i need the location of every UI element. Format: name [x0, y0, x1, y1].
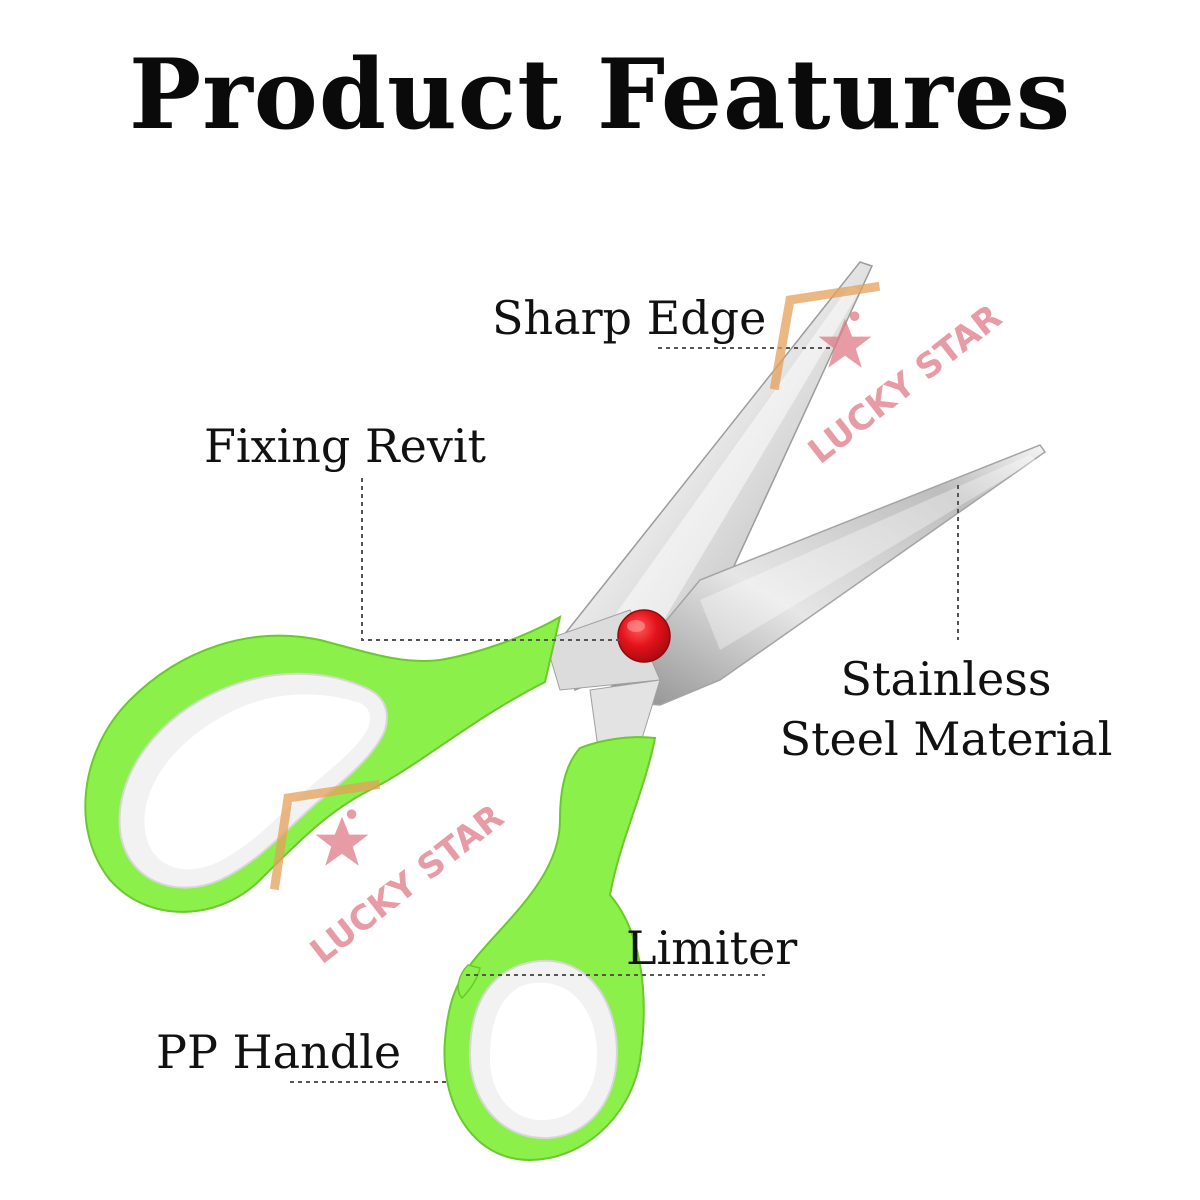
rivet — [617, 609, 671, 663]
stainless-label-line2: Steel Material — [779, 712, 1113, 766]
watermark-chevron-icon — [769, 281, 881, 391]
sharp-edge-label: Sharp Edge — [492, 291, 767, 345]
callout-lines — [290, 347, 959, 1083]
star-logo-icon — [315, 809, 369, 866]
watermark-chevron-icon — [269, 779, 381, 891]
lower-blade — [598, 444, 1047, 706]
pp-handle-label: PP Handle — [156, 1025, 402, 1079]
watermark-text-bottom: LUCKY STAR — [303, 797, 512, 972]
stainless-label-line1: Stainless — [840, 652, 1052, 706]
fixing-revit-callout-line — [361, 478, 622, 641]
fixing-revit-label: Fixing Revit — [204, 419, 487, 473]
page-title: Product Features — [129, 38, 1071, 151]
star-logo-icon — [818, 311, 872, 368]
limiter-label: Limiter — [626, 921, 798, 975]
limiter-bump — [457, 964, 481, 1000]
